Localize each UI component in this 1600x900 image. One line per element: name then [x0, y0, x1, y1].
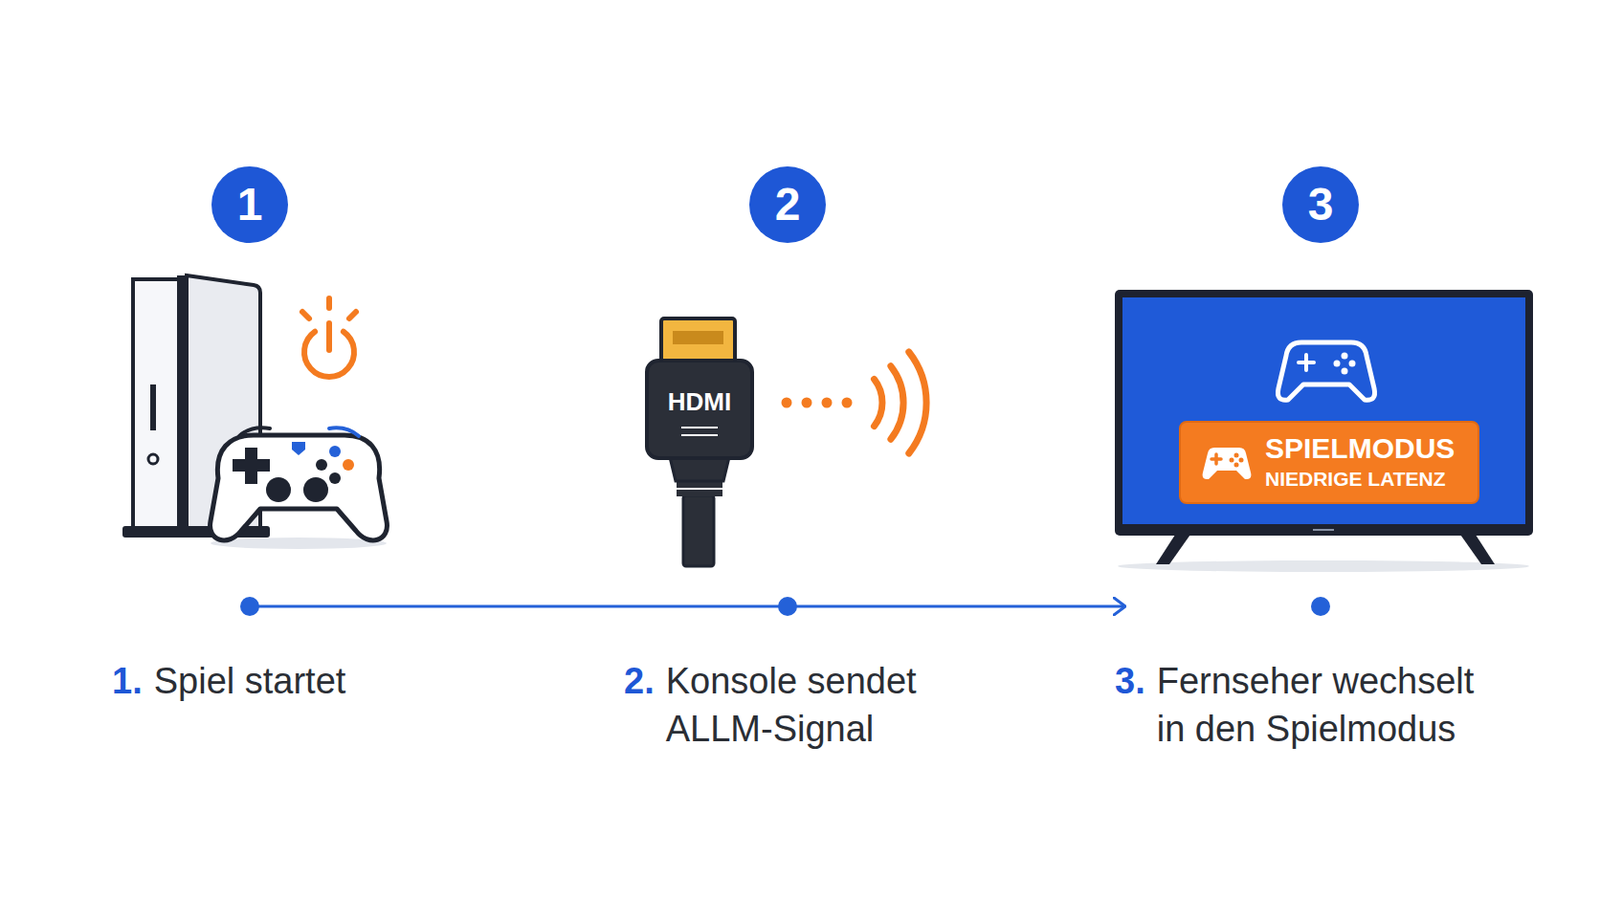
television [1341, 353, 1349, 360]
gamepad [329, 445, 341, 458]
power-icon [349, 311, 356, 319]
television [1114, 289, 1534, 536]
flow-arrow [787, 605, 1126, 609]
badge-halo [740, 157, 835, 252]
gamepad-icon [1229, 457, 1235, 463]
hdmi-cable [676, 489, 723, 497]
signal-waves [890, 366, 904, 440]
mode-subtitle: NIEDRIGE LATENZ [1265, 466, 1455, 493]
gamepad [266, 477, 291, 503]
hdmi-cable [646, 360, 753, 459]
step-badge: 1 [211, 166, 289, 244]
gamepad [210, 537, 387, 550]
game-console [148, 454, 158, 465]
power-icon [302, 311, 310, 319]
television [1114, 289, 1534, 573]
gamepad-icon [1234, 452, 1240, 458]
step-circle: 2.Konsole sendet ALLM-Signal2 [586, 204, 989, 607]
television [1122, 297, 1526, 525]
step-number: 2. [623, 657, 655, 706]
hdmi-cable [672, 331, 724, 345]
television [1117, 560, 1530, 573]
step-number: 1. [111, 657, 143, 706]
power-icon [302, 298, 356, 378]
gamepad [232, 459, 270, 472]
signal-waves [781, 398, 793, 409]
signal-waves [801, 398, 813, 409]
game-console [133, 279, 179, 529]
television [1298, 355, 1314, 371]
badge-halo [202, 157, 297, 252]
hdmi-cable [681, 427, 718, 436]
hdmi-cable [646, 318, 753, 567]
step-label: Fernseher wechselt in den Spielmodus [1156, 657, 1498, 754]
gamepad [210, 427, 388, 550]
circle-outline [50, 206, 450, 606]
badge-disc [211, 166, 289, 244]
circle-outline [48, 204, 451, 607]
hdmi-cable [661, 318, 735, 363]
gamepad [329, 472, 341, 485]
step-circle: 1.Spiel startet1 [48, 204, 451, 607]
step-dot [1311, 597, 1331, 617]
hdmi-cable [683, 495, 714, 567]
power-icon [326, 323, 333, 351]
signal-waves [842, 398, 853, 409]
circle-outline [1119, 204, 1522, 607]
step-label: Konsole sendet ALLM-Signal [666, 657, 952, 754]
television [1277, 342, 1375, 400]
gamepad [239, 427, 270, 437]
flow-arrow [249, 605, 788, 609]
game-console [150, 384, 156, 431]
badge-disc [749, 166, 826, 244]
game-mode-banner: SPIELMODUSNIEDRIGE LATENZ [1178, 421, 1480, 505]
circle-outline [586, 204, 989, 607]
gamepad [342, 459, 355, 471]
television [1341, 368, 1349, 376]
badge-number: 2 [775, 181, 801, 228]
step-badge: 2 [749, 166, 826, 244]
signal-waves [822, 398, 833, 409]
power-icon [326, 298, 333, 309]
step-caption: 1.Spiel startet [111, 657, 476, 706]
television [1312, 529, 1334, 532]
mode-title: SPIELMODUS [1265, 431, 1455, 467]
step-number: 3. [1114, 657, 1146, 706]
connector-label: HDMI [667, 387, 732, 418]
television [1349, 360, 1356, 368]
gamepad [291, 442, 306, 456]
television [1458, 532, 1495, 565]
signal-waves [874, 352, 928, 454]
gamepad-icon [1200, 444, 1254, 483]
badge-number: 3 [1308, 181, 1334, 228]
circle-outline [1121, 206, 1521, 606]
badge-number: 1 [237, 181, 264, 228]
gamepad-icon [1211, 454, 1222, 465]
gamepad-icon [1234, 462, 1240, 467]
hdmi-cable [669, 457, 730, 482]
television [1155, 532, 1193, 565]
circle-outline [588, 206, 988, 606]
signal-waves [874, 378, 883, 426]
gamepad [210, 435, 388, 541]
television [1333, 360, 1341, 368]
step-circle: 3.Fernseher wechselt in den Spielmodus3S… [1119, 204, 1522, 607]
signal-waves [781, 352, 928, 454]
badge-disc [1282, 166, 1359, 244]
signal-waves [909, 352, 927, 454]
step-dot [777, 597, 798, 617]
gamepad-icon [1239, 457, 1245, 463]
step-label: Spiel startet [154, 657, 476, 706]
badge-halo [1273, 157, 1368, 252]
gamepad [303, 477, 329, 503]
gamepad [315, 459, 328, 471]
step-caption: 3.Fernseher wechselt in den Spielmodus [1114, 657, 1498, 754]
gamepad-icon [1202, 447, 1252, 480]
step-caption: 2.Konsole sendet ALLM-Signal [623, 657, 952, 754]
step-badge: 3 [1282, 166, 1359, 244]
gamepad [329, 427, 359, 437]
step-dot [240, 597, 260, 617]
